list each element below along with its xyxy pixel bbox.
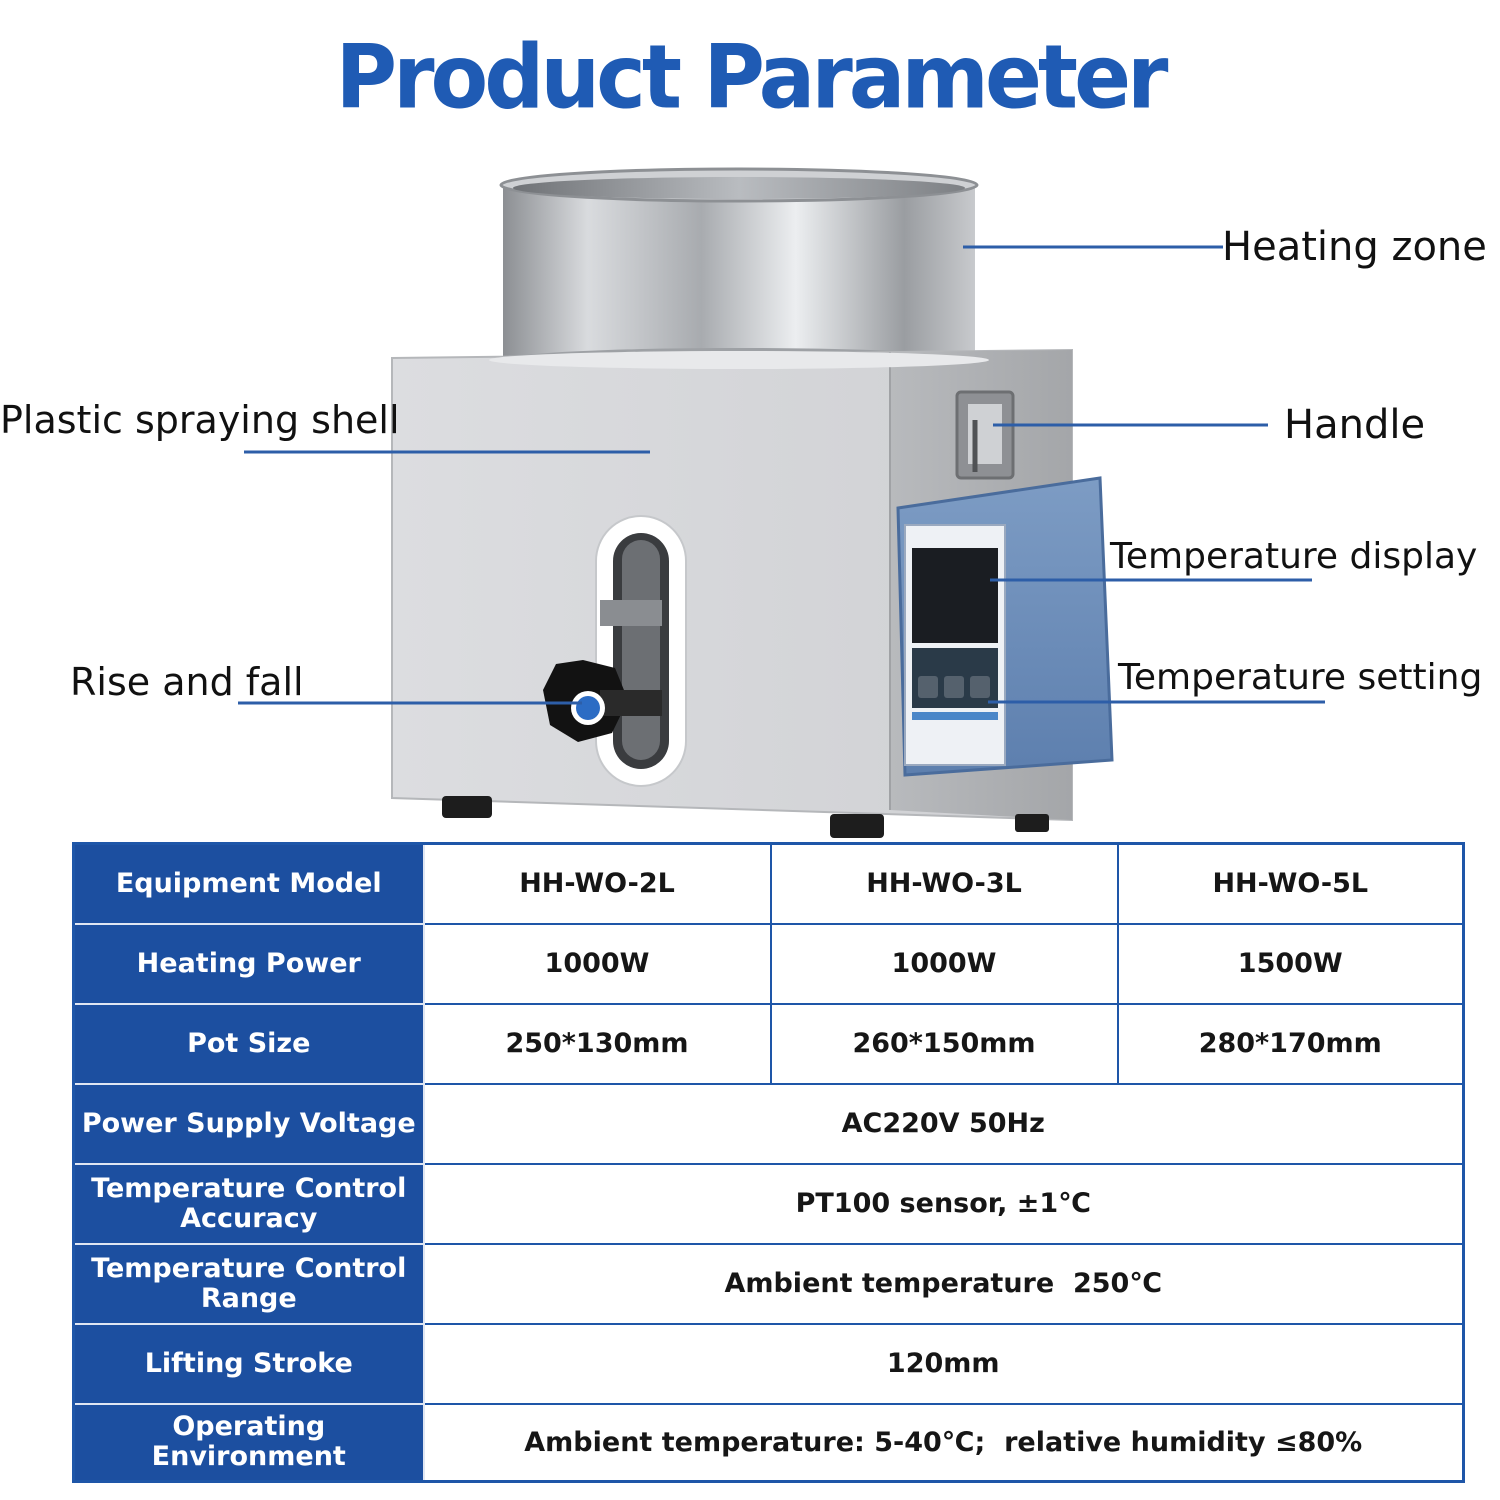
callout-rise-fall: Rise and fall <box>70 660 304 704</box>
callout-temp-display: Temperature display <box>1110 536 1478 577</box>
row-label: Heating Power <box>72 922 425 1005</box>
cell-value: HH-WO-3L <box>769 842 1119 925</box>
cell-value: HH-WO-2L <box>422 842 772 925</box>
table-row: Operating Environment Ambient temperatur… <box>72 1402 1465 1483</box>
cell-value: 1000W <box>769 922 1119 1005</box>
table-row: Equipment Model HH-WO-2L HH-WO-3L HH-WO-… <box>72 842 1465 925</box>
page-title: Product Parameter <box>335 25 1169 129</box>
cell-value: PT100 sensor, ±1℃ <box>422 1162 1465 1245</box>
foot <box>830 814 884 838</box>
temperature-controller <box>896 476 1114 777</box>
table-row: Power Supply Voltage AC220V 50Hz <box>72 1082 1465 1165</box>
callout-heating-zone: Heating zone <box>1222 224 1487 270</box>
lift-slot <box>595 515 687 787</box>
cell-value: 1500W <box>1116 922 1465 1005</box>
row-label: Power Supply Voltage <box>72 1082 425 1165</box>
row-label: Temperature Control Range <box>72 1242 425 1325</box>
cell-value: 250*130mm <box>422 1002 772 1085</box>
lift-knob-icon <box>543 660 662 742</box>
spec-table: Equipment Model HH-WO-2L HH-WO-3L HH-WO-… <box>72 842 1465 1483</box>
table-row: Pot Size 250*130mm 260*150mm 280*170mm <box>72 1002 1465 1085</box>
product-illustration <box>238 167 1325 838</box>
row-label: Equipment Model <box>72 842 425 925</box>
table-row: Heating Power 1000W 1000W 1500W <box>72 922 1465 1005</box>
heating-pot <box>499 167 979 372</box>
cell-value: 120mm <box>422 1322 1465 1405</box>
cell-value: Ambient temperature 250℃ <box>422 1242 1465 1325</box>
cell-value: 1000W <box>422 922 772 1005</box>
foot <box>1015 814 1049 832</box>
callout-plastic-shell: Plastic spraying shell <box>0 398 400 442</box>
cell-value: 260*150mm <box>769 1002 1119 1085</box>
cell-value: 280*170mm <box>1116 1002 1465 1085</box>
row-label: Pot Size <box>72 1002 425 1085</box>
callout-handle: Handle <box>1284 402 1426 448</box>
callout-lines <box>238 245 1325 705</box>
table-row: Lifting Stroke 120mm <box>72 1322 1465 1405</box>
table-row: Temperature Control Accuracy PT100 senso… <box>72 1162 1465 1245</box>
foot <box>442 796 492 818</box>
cell-value: AC220V 50Hz <box>422 1082 1465 1165</box>
callout-temp-setting: Temperature setting <box>1118 657 1483 698</box>
row-label: Temperature Control Accuracy <box>72 1162 425 1245</box>
row-label: Lifting Stroke <box>72 1322 425 1405</box>
table-row: Temperature Control Range Ambient temper… <box>72 1242 1465 1325</box>
cell-value: HH-WO-5L <box>1116 842 1465 925</box>
row-label: Operating Environment <box>72 1402 425 1483</box>
cell-value: Ambient temperature: 5-40℃; relative hum… <box>422 1402 1465 1483</box>
handle-icon <box>955 390 1015 480</box>
